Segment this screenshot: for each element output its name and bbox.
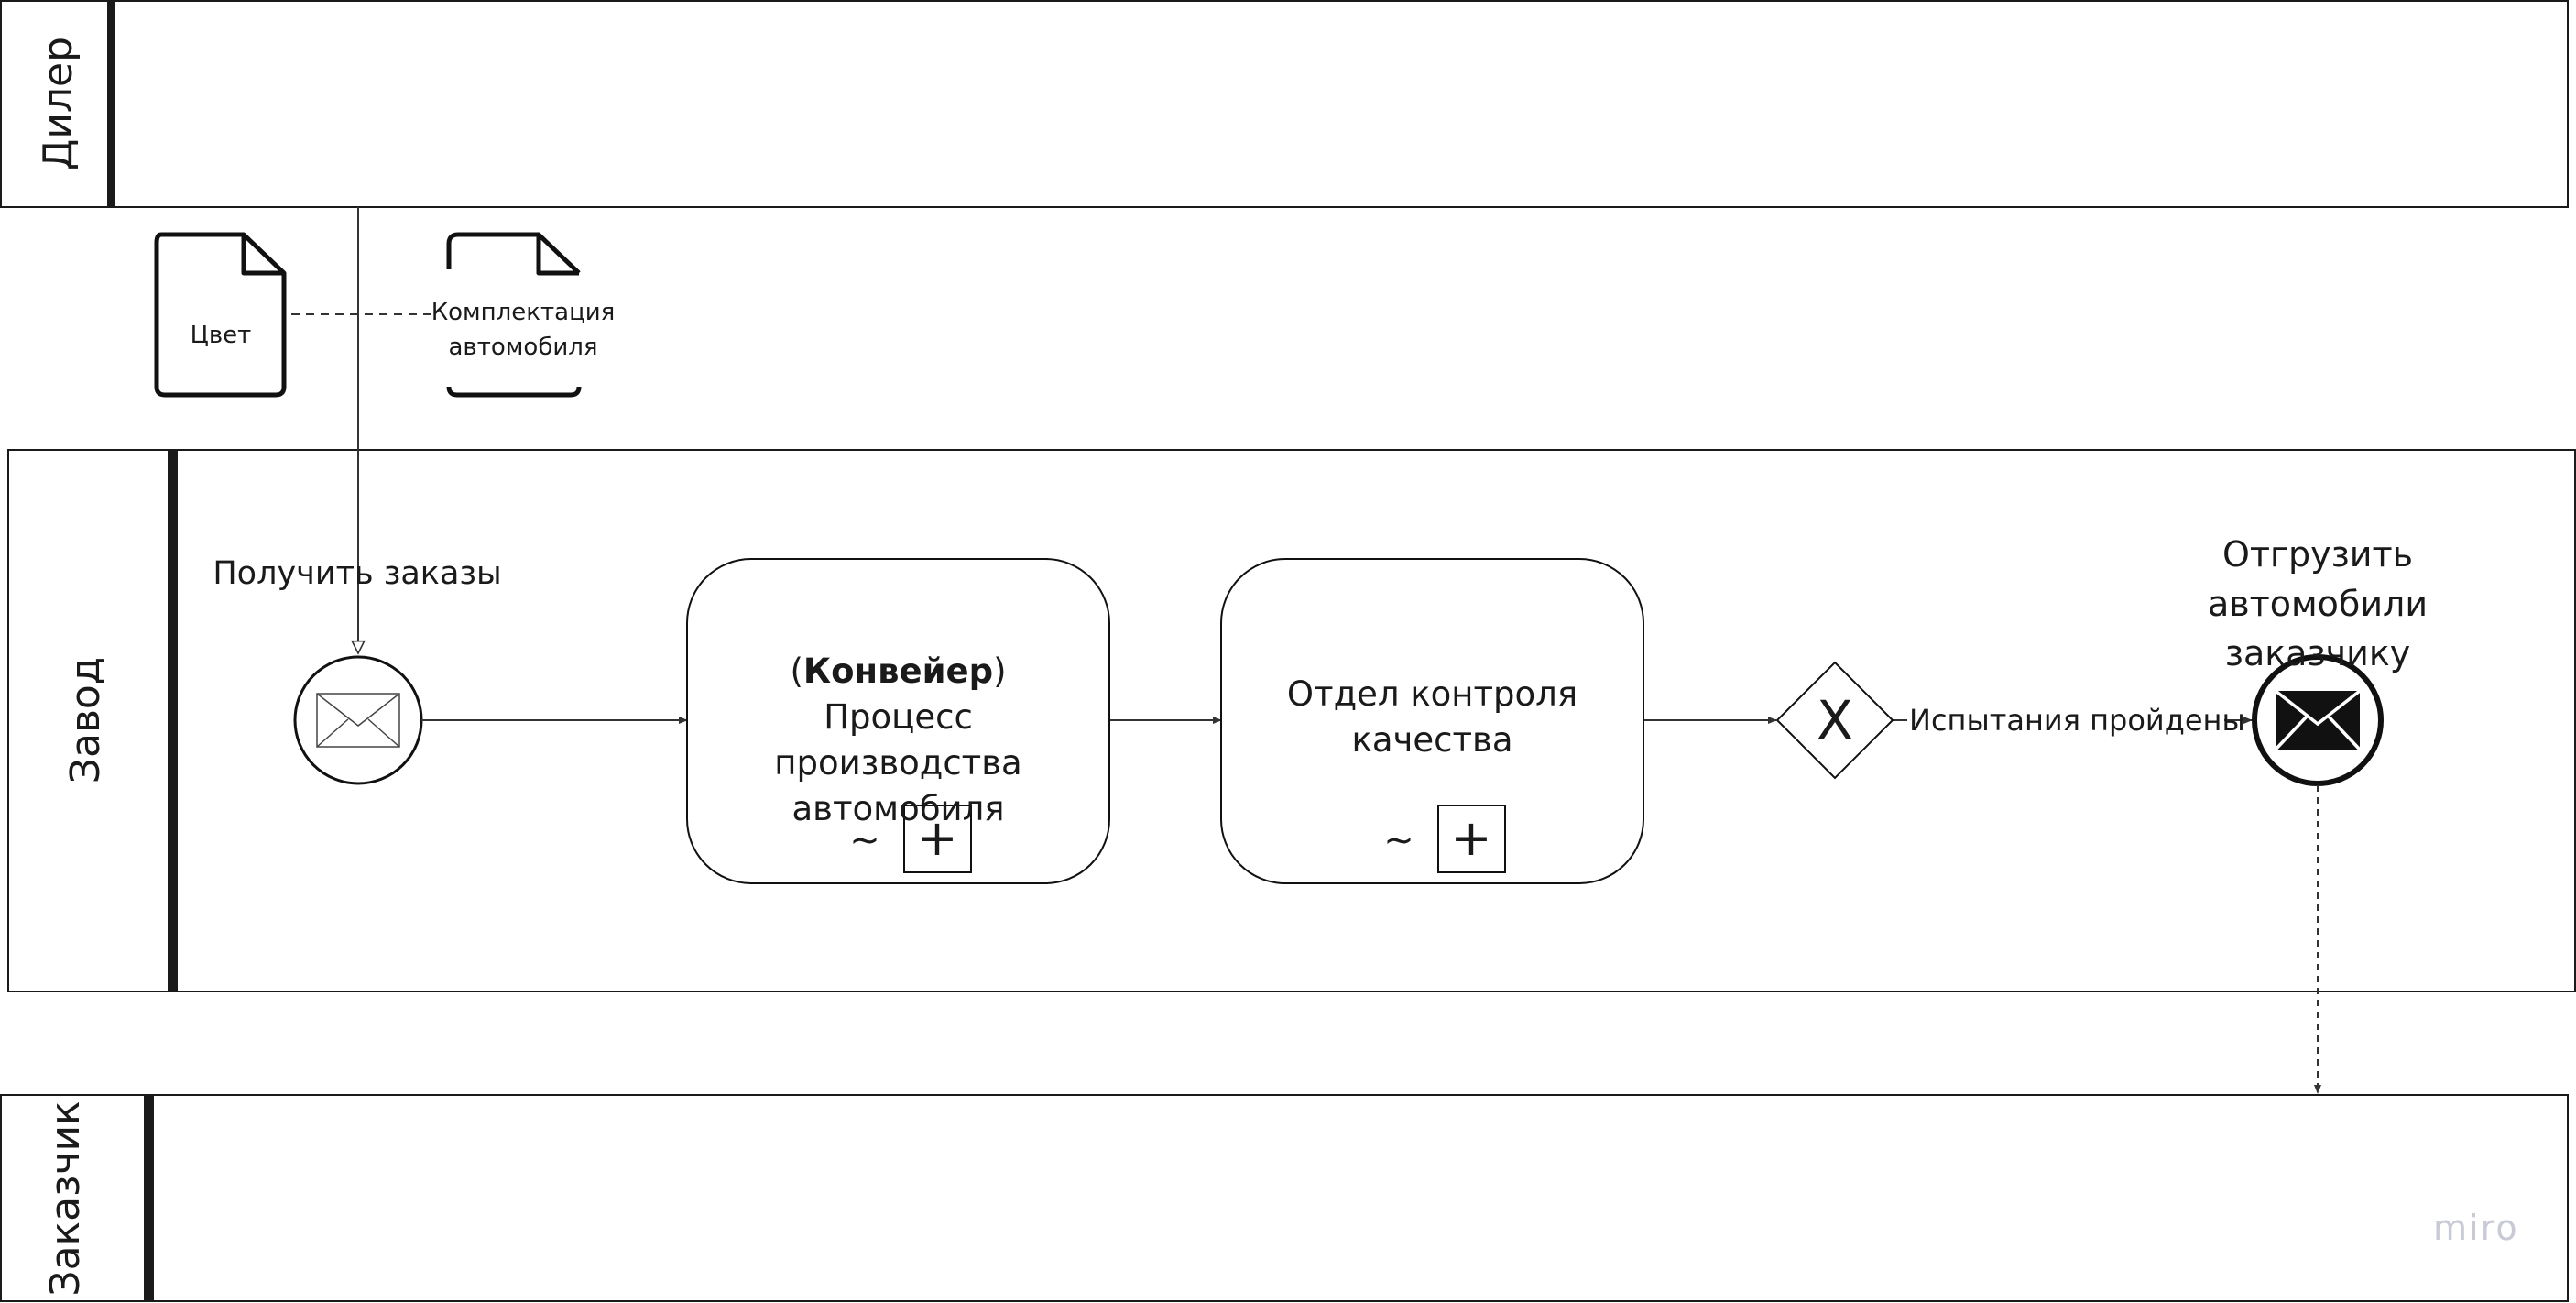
gateway-x-icon: X — [1817, 689, 1853, 751]
lane-customer[interactable]: Заказчик — [0, 1094, 2569, 1302]
data-object-color-label: Цвет — [191, 322, 252, 349]
start-event-label: Получить заказы — [213, 555, 502, 592]
quality-line-1: Отдел контроля — [1286, 674, 1578, 714]
task-production-label: (Конвейер) Процесс производства автомоби… — [696, 649, 1100, 832]
data-object-configuration-label: Комплектация автомобиля — [409, 295, 638, 365]
task-production[interactable]: ~ + — [686, 558, 1110, 884]
end-event-line-1: Отгрузить автомобили — [2207, 534, 2429, 624]
gateway-flow-label: Испытания пройдены — [1909, 701, 2245, 741]
end-event-line-2: заказчику — [2224, 633, 2411, 673]
end-event-label: Отгрузить автомобили заказчику — [2107, 530, 2528, 678]
data-object-configuration[interactable] — [446, 232, 582, 398]
task-quality-control[interactable]: ~ + — [1220, 558, 1644, 884]
lane-customer-label: Заказчик — [42, 1100, 89, 1296]
exclusive-gateway[interactable]: X — [1775, 661, 1894, 780]
end-message-event[interactable] — [2252, 654, 2384, 786]
envelope-filled-icon — [2274, 689, 2362, 751]
lane-factory-label: Завод — [62, 657, 109, 783]
production-title: (Конвейер) — [790, 652, 1007, 691]
configuration-line-1: Комплектация — [431, 299, 616, 326]
start-message-event[interactable] — [293, 655, 423, 785]
lane-dealer[interactable]: Дилер — [0, 0, 2569, 208]
subprocess-marker: + — [1437, 805, 1506, 873]
loop-marker: ~ — [849, 819, 880, 861]
configuration-line-2: автомобиля — [448, 334, 598, 361]
lane-dealer-label: Дилер — [35, 37, 82, 170]
production-line-3: автомобиля — [791, 789, 1005, 828]
loop-marker: ~ — [1383, 819, 1414, 861]
plus-icon: + — [916, 809, 957, 867]
production-line-2: Процесс производства — [774, 697, 1022, 783]
data-object-color[interactable]: Цвет — [154, 232, 287, 398]
quality-line-2: качества — [1351, 720, 1513, 760]
subprocess-marker: + — [903, 805, 972, 873]
envelope-icon — [316, 693, 400, 748]
plus-icon: + — [1450, 809, 1491, 867]
task-quality-control-label: Отдел контроля качества — [1230, 672, 1634, 763]
miro-watermark: miro — [2433, 1208, 2519, 1248]
